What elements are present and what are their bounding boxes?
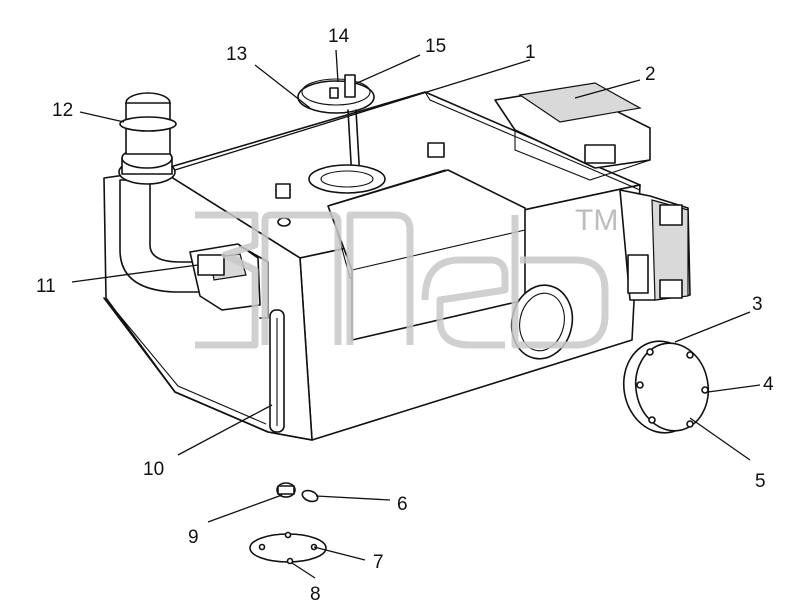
filler-neck bbox=[118, 92, 206, 293]
top-cover-assembly bbox=[297, 74, 386, 194]
callout-14: 14 bbox=[328, 26, 350, 47]
callout-15: 15 bbox=[425, 36, 446, 57]
loose-parts bbox=[249, 482, 327, 565]
side-flange-cover bbox=[622, 340, 710, 434]
callout-5: 5 bbox=[755, 471, 766, 492]
callout-7: 7 bbox=[373, 552, 384, 573]
leader-lines bbox=[71, 49, 761, 579]
watermark-trademark: TM bbox=[575, 204, 618, 237]
callout-8: 8 bbox=[310, 584, 321, 605]
callout-labels: 1 2 3 4 5 6 7 8 9 10 11 12 13 14 15 bbox=[36, 26, 774, 605]
callout-10: 10 bbox=[143, 459, 164, 480]
watermark-logo: TM bbox=[195, 204, 618, 349]
callout-4: 4 bbox=[763, 374, 774, 395]
callout-13: 13 bbox=[226, 44, 247, 65]
callout-11: 11 bbox=[36, 276, 56, 297]
top-bracket bbox=[494, 82, 651, 181]
callout-3: 3 bbox=[752, 294, 763, 315]
callout-9: 9 bbox=[188, 527, 199, 548]
callout-2: 2 bbox=[645, 64, 656, 85]
callout-1: 1 bbox=[525, 42, 536, 63]
sight-gauge bbox=[269, 309, 285, 433]
callout-6: 6 bbox=[397, 494, 408, 515]
callout-12: 12 bbox=[52, 100, 73, 121]
